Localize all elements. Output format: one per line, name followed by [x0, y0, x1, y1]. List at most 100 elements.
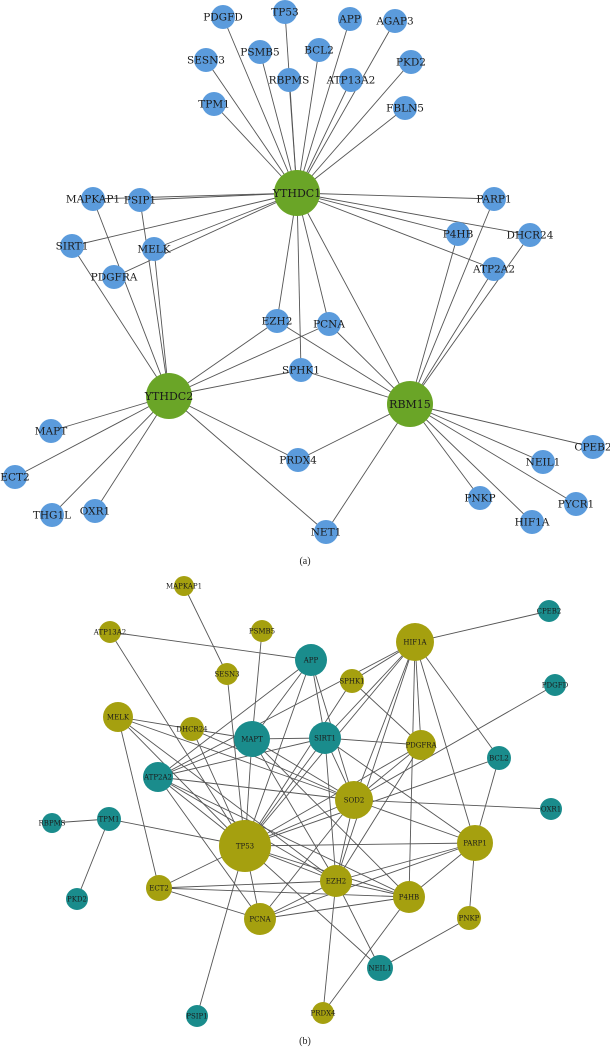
panel-b-node-label-oxr1: OXR1 [541, 806, 561, 814]
panel-b-node-prdx4: PRDX4 [310, 1002, 336, 1024]
panel-b-node-circle-psmb5 [251, 620, 273, 642]
panel-b-node-label-pnkp: PNKP [459, 915, 480, 923]
panel-b-node-pnkp: PNKP [457, 906, 481, 930]
panel-a-node-label-ezh2: EZH2 [262, 316, 293, 328]
panel-b-node-circle-mapkap1 [174, 576, 194, 596]
panel-a-node-circle-pkd2 [399, 50, 423, 74]
panel-b-edges [51, 585, 556, 1017]
panel-b-edge-tp53-neil1 [244, 845, 381, 969]
panel-b-edge-psmb5-mapt [251, 630, 263, 740]
panel-a-node-label-oxr1: OXR1 [80, 506, 111, 518]
panel-a-node-label-tp53: TP53 [271, 7, 298, 19]
panel-a-edge-ythdc1-rbm15 [296, 192, 411, 405]
panel-b-edge-atp2a2-pcna [157, 776, 261, 920]
panel-a-node-label-rbm15: RBM15 [389, 398, 431, 411]
panel-b-node-ezh2: EZH2 [320, 865, 352, 897]
panel-a-node-net1: NET1 [311, 520, 341, 544]
panel-b-edge-mapt-sod2 [251, 738, 355, 801]
panel-a-edge-ythdc2-ect2 [14, 395, 170, 478]
panel-a-node-circle-ezh2 [265, 309, 289, 333]
panel-a-node-mapt: MAPT [35, 419, 67, 443]
panel-b-node-circle-bcl2 [487, 746, 511, 770]
panel-b-edge-mapt-p4hb [251, 738, 410, 898]
panel-b-node-circle-atp13a2 [99, 621, 121, 643]
panel-b-node-circle-pcna [244, 903, 276, 935]
panel-b-node-circle-app [295, 644, 327, 676]
panel-b-edge-hif1a-cpeb2 [414, 610, 550, 643]
panel-b-node-sesn3: SESN3 [214, 663, 240, 685]
panel-a-node-circle-pdgfra [102, 265, 126, 289]
panel-a-node-sirt1: SIRT1 [56, 234, 88, 258]
panel-b-node-label-tpm1: TPM1 [99, 816, 120, 824]
panel-a-node-tpm1: TPM1 [198, 92, 230, 116]
panel-b-edge-sod2-parp1 [353, 799, 476, 844]
panel-b-node-pcna: PCNA [244, 903, 276, 935]
panel-a-node-label-sphk1: SPHK1 [282, 365, 320, 377]
panel-b-edge-parp1-pcna [259, 842, 476, 920]
panel-b-edge-sirt1-parp1 [324, 737, 476, 844]
panel-b-node-tp53: TP53 [219, 820, 271, 872]
panel-b-node-circle-pkd2 [66, 888, 88, 910]
panel-a-node-fbln5: FBLN5 [386, 96, 424, 120]
panel-a-edge-ythdc1-mapkap1 [92, 192, 298, 200]
panel-b-node-label-psmb5: PSMB5 [249, 628, 275, 636]
panel-a-edge-ythdc1-parp1 [296, 192, 495, 200]
panel-a-node-prdx4: PRDX4 [279, 448, 317, 472]
panel-a-node-label-tpm1: TPM1 [198, 99, 230, 111]
panel-a-node-label-p4hb: P4HB [443, 229, 474, 241]
panel-b-node-tpm1: TPM1 [97, 807, 121, 831]
panel-a-node-circle-rbpms [277, 68, 301, 92]
panel-b-edge-hif1a-bcl2 [414, 641, 500, 759]
panel-a-node-mapkap1: MAPKAP1 [66, 187, 120, 211]
panel-b-edge-melk-ezh2 [117, 716, 337, 882]
panel-b-node-label-atp2a2: ATP2A2 [143, 774, 172, 782]
panel-a-node-circle-tpm1 [202, 92, 226, 116]
panel-b-node-circle-mapt [234, 721, 270, 757]
panel-b-node-label-sphk1: SPHK1 [339, 678, 364, 686]
panel-a-node-rbpms: RBPMS [269, 68, 309, 92]
panel-b-edge-sphk1-tp53 [244, 680, 353, 847]
panel-a-node-ect2: ECT2 [0, 465, 30, 489]
panel-b-edge-p4hb-pcna [259, 896, 410, 920]
panel-b-edge-ezh2-ect2 [158, 880, 337, 889]
panel-b-edge-pdgfra-tp53 [244, 744, 422, 847]
panel-b-edge-tp53-atp13a2 [109, 631, 246, 847]
panel-a-node-cpeb2: CPEB2 [574, 435, 610, 459]
panel-b-edge-pnkp-neil1 [379, 917, 470, 969]
panel-b-node-circle-prdx4 [312, 1002, 334, 1024]
panel-b-node-melk: MELK [103, 702, 133, 732]
panel-b-edge-sirt1-pdgfra [324, 737, 422, 746]
panel-a-node-circle-oxr1 [83, 499, 107, 523]
panel-b-edge-hif1a-sirt1 [324, 641, 416, 739]
panel-a-node-label-pkd2: PKD2 [396, 57, 426, 69]
panel-a-node-thg1l: THG1L [33, 503, 71, 527]
panel-a-node-hif1a: HIF1A [515, 510, 550, 534]
panel-b-node-psmb5: PSMB5 [249, 620, 275, 642]
panel-b-node-label-cpeb2: CPEB2 [537, 608, 562, 616]
panel-b-node-circle-dhcr24 [180, 717, 204, 741]
panel-b-node-hif1a: HIF1A [396, 623, 434, 661]
panel-a-node-circle-agap3 [383, 9, 407, 33]
panel-b-edge-tp53-parp1 [244, 842, 476, 847]
panel-b-node-label-hif1a: HIF1A [403, 639, 427, 647]
panel-a-node-label-melk: MELK [137, 244, 170, 256]
panel-a-edge-ythdc2-prdx4 [168, 395, 299, 461]
panel-b-node-label-neil1: NEIL1 [368, 965, 391, 973]
panel-a-node-label-fbln5: FBLN5 [386, 103, 424, 115]
panel-a-node-label-pnkp: PNKP [464, 493, 495, 505]
panel-a-node-atp13a2: ATP13A2 [326, 68, 375, 92]
panel-a-node-label-atp2a2: ATP2A2 [472, 264, 515, 276]
panel-a-node-circle-hif1a [520, 510, 544, 534]
panel-b-node-pdgfd: PDGFD [542, 674, 569, 696]
panel-a-node-circle-net1 [314, 520, 338, 544]
panel-a-node-ythdc2: YTHDC2 [144, 373, 193, 419]
panel-b-node-sod2: SOD2 [335, 781, 373, 819]
panel-a-node-circle-app [338, 7, 362, 31]
panel-b-node-circle-parp1 [457, 825, 493, 861]
panel-a-edge-rbm15-neil1 [409, 403, 544, 463]
panel-a-node-label-ect2: ECT2 [0, 472, 29, 484]
panel-a-node-circle-sirt1 [60, 234, 84, 258]
panel-a-node-circle-atp2a2 [482, 257, 506, 281]
panel-b-node-circle-sphk1 [340, 669, 364, 693]
